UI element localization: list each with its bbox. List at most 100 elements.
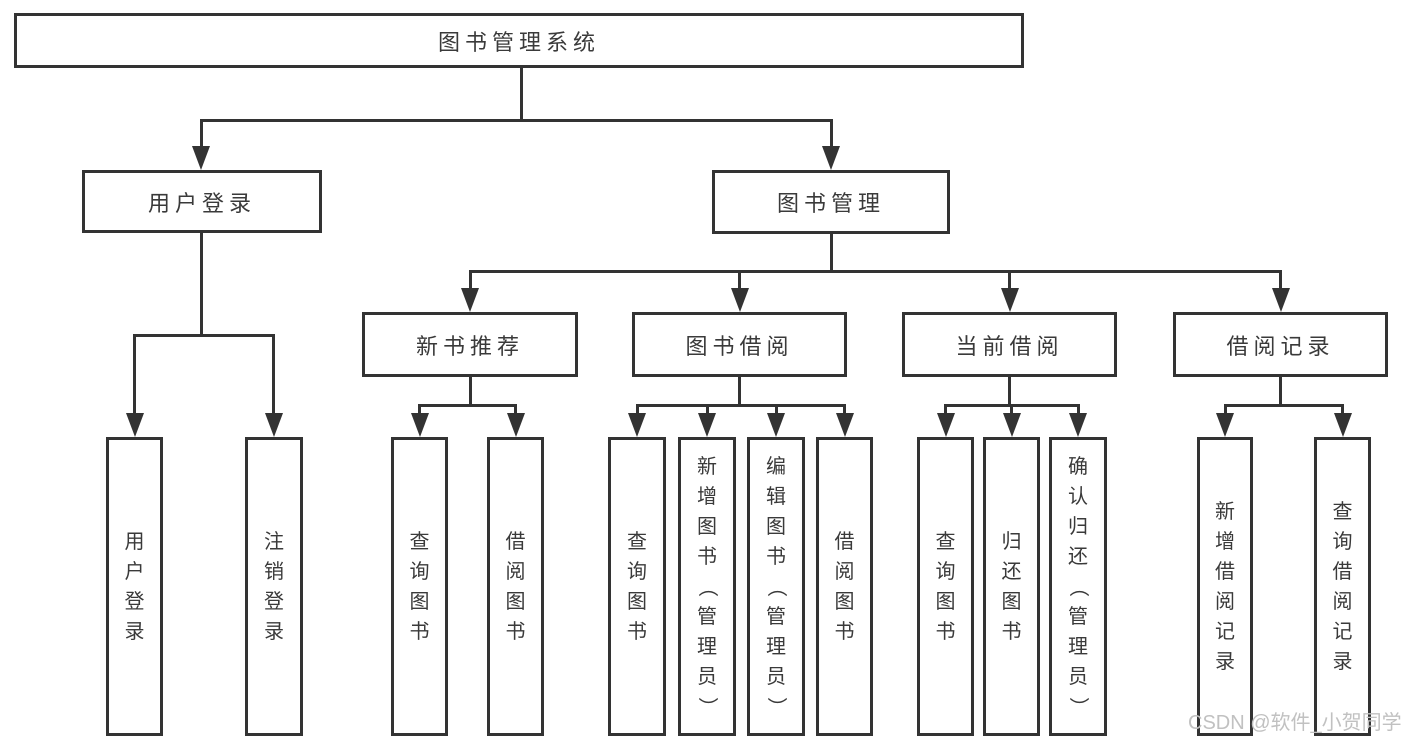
leaf-return-book: 归还图书 <box>983 437 1040 736</box>
arrow-down-icon <box>1003 413 1021 437</box>
vertical-char: 借 <box>834 530 855 553</box>
connector-line <box>944 404 1080 407</box>
node-user-login: 用户登录 <box>82 170 322 233</box>
vertical-char: 图 <box>505 590 526 613</box>
vertical-char: 员 <box>766 665 786 688</box>
connector-line <box>1341 407 1344 414</box>
arrow-down-icon <box>265 413 283 437</box>
vertical-char: 阅 <box>1215 590 1235 613</box>
vertical-char: 归 <box>1001 530 1022 553</box>
connector-line <box>1224 407 1227 414</box>
leaf-borrow-book-2: 借阅图书 <box>816 437 873 736</box>
connector-line <box>830 234 833 270</box>
connector-line <box>200 233 203 335</box>
node-new-book-recommend: 新书推荐 <box>362 312 578 377</box>
leaf-query-book-2: 查询图书 <box>608 437 666 736</box>
connector-line <box>1224 404 1344 407</box>
vertical-char: 登 <box>124 590 145 613</box>
vertical-char: 询 <box>409 560 430 583</box>
arrow-down-icon <box>1334 413 1352 437</box>
arrow-down-icon <box>1272 288 1290 312</box>
vertical-char: 确 <box>1068 455 1088 478</box>
node-book-borrow: 图书借阅 <box>632 312 847 377</box>
leaf-query-book-1: 查询图书 <box>391 437 448 736</box>
vertical-char: 增 <box>1215 530 1235 553</box>
vertical-char: 图 <box>697 515 717 538</box>
vertical-char: （ <box>1067 576 1089 597</box>
connector-line <box>200 122 203 148</box>
vertical-char: 图 <box>935 590 956 613</box>
node-current-borrow: 当前借阅 <box>902 312 1117 377</box>
vertical-char: 还 <box>1001 560 1022 583</box>
vertical-char: 注 <box>264 530 284 553</box>
leaf-add-borrow-record: 新增借阅记录 <box>1197 437 1253 736</box>
vertical-char: ） <box>1067 696 1089 717</box>
vertical-char: 编 <box>766 455 786 478</box>
vertical-char: 书 <box>627 620 647 643</box>
vertical-char: 阅 <box>834 560 855 583</box>
connector-line <box>1008 377 1011 405</box>
vertical-char: 录 <box>124 620 145 643</box>
vertical-char: 录 <box>1215 650 1235 673</box>
arrow-down-icon <box>192 146 210 170</box>
vertical-char: 查 <box>627 530 647 553</box>
vertical-char: 还 <box>1068 545 1088 568</box>
connector-line <box>418 407 421 414</box>
vertical-char: 借 <box>1215 560 1235 583</box>
connector-line <box>469 273 472 289</box>
arrow-down-icon <box>1001 288 1019 312</box>
arrow-down-icon <box>126 413 144 437</box>
vertical-char: 理 <box>766 635 786 658</box>
arrow-down-icon <box>411 413 429 437</box>
vertical-char: 归 <box>1068 515 1088 538</box>
vertical-char: 查 <box>935 530 956 553</box>
vertical-char: 图 <box>627 590 647 613</box>
node-label: 图书借阅 <box>685 333 794 359</box>
vertical-char: （ <box>765 576 787 597</box>
leaf-query-book-3: 查询图书 <box>917 437 974 736</box>
vertical-char: ） <box>765 696 787 717</box>
connector-line <box>133 334 275 337</box>
vertical-char: ） <box>696 696 718 717</box>
vertical-char: 借 <box>1332 560 1353 583</box>
connector-line <box>830 122 833 148</box>
vertical-char: 认 <box>1068 485 1088 508</box>
leaf-confirm-return-admin: 确认归还（管理员） <box>1049 437 1107 736</box>
vertical-char: 员 <box>1068 665 1088 688</box>
connector-line <box>418 404 517 407</box>
vertical-char: 用 <box>124 530 145 553</box>
node-label: 借阅记录 <box>1226 333 1335 359</box>
connector-line <box>775 407 778 414</box>
node-label: 当前借阅 <box>955 333 1064 359</box>
vertical-char: 图 <box>1001 590 1022 613</box>
leaf-add-book-admin: 新增图书（管理员） <box>678 437 736 736</box>
leaf-user-login: 用户登录 <box>106 437 163 736</box>
vertical-char: 图 <box>834 590 855 613</box>
connector-line <box>200 119 833 122</box>
arrow-down-icon <box>836 413 854 437</box>
vertical-char: 询 <box>1332 530 1353 553</box>
vertical-char: 书 <box>697 545 717 568</box>
vertical-char: 增 <box>697 485 717 508</box>
connector-line <box>520 68 523 122</box>
vertical-char: 员 <box>697 665 717 688</box>
connector-line <box>1008 273 1011 289</box>
vertical-char: 书 <box>834 620 855 643</box>
connector-line <box>1010 407 1013 414</box>
connector-line <box>1279 377 1282 405</box>
vertical-char: 借 <box>505 530 526 553</box>
vertical-char: 阅 <box>505 560 526 583</box>
node-label: 图书管理 <box>776 191 885 216</box>
node-library-system: 图书管理系统 <box>14 13 1024 68</box>
vertical-char: 询 <box>935 560 956 583</box>
arrow-down-icon <box>1069 413 1087 437</box>
vertical-char: 登 <box>264 590 284 613</box>
vertical-char: 图 <box>409 590 430 613</box>
vertical-char: 辑 <box>766 485 786 508</box>
connector-line <box>944 407 947 414</box>
connector-line <box>738 377 741 405</box>
vertical-char: 书 <box>409 620 430 643</box>
connector-line <box>706 407 709 414</box>
arrow-down-icon <box>698 413 716 437</box>
csdn-watermark: CSDN @软件_小贺同学 <box>1188 712 1402 734</box>
